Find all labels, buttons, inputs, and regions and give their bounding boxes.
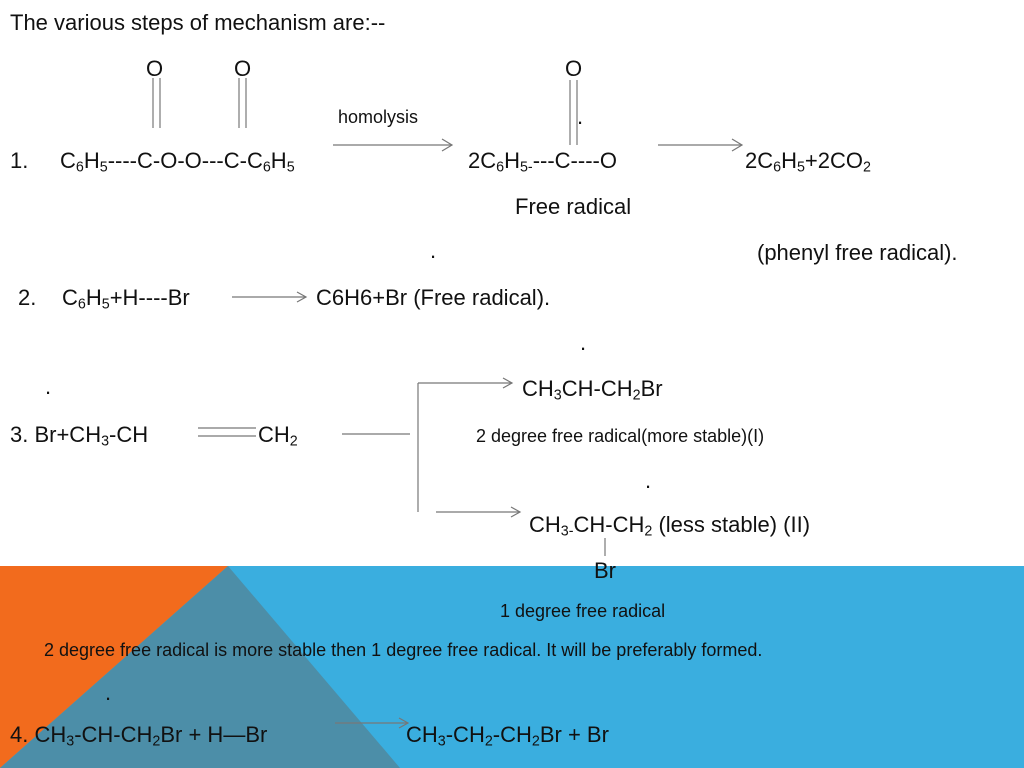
radical-dot-step2: . <box>580 330 587 355</box>
radical-dot-step4: . <box>105 680 112 705</box>
step1-product: 2C6H5+2CO2 <box>745 148 871 176</box>
free-radical-label: Free radical <box>515 194 632 219</box>
step1-number: 1. <box>10 148 29 173</box>
oxygen-label-3: O <box>565 56 583 81</box>
step2-arrow <box>232 291 308 303</box>
product2-degree-label: 1 degree free radical <box>500 601 666 621</box>
step1-intermediate: 2C6H5----C----O <box>468 148 617 176</box>
step3-reactant-ch2: CH2 <box>258 422 298 450</box>
homolysis-arrow <box>333 138 454 152</box>
radical-dot-step1: . <box>577 104 584 129</box>
branch-arrow-upper <box>418 377 514 389</box>
stability-conclusion: 2 degree free radical is more stable the… <box>44 640 763 660</box>
radical-dot-step3-mid: . <box>645 468 652 493</box>
homolysis-label: homolysis <box>338 107 419 127</box>
phenyl-free-radical-label: (phenyl free radical). <box>757 240 958 265</box>
step1-reactant: C6H5----C-O-O---C-C6H5 <box>60 148 295 176</box>
decorative-background-band <box>0 566 1024 768</box>
step2-reactant: C6H5+H----Br <box>62 285 190 313</box>
radical-dot-step3-left: . <box>45 374 52 399</box>
oxygen-label-1: O <box>146 56 164 81</box>
branch-arrow-lower <box>436 506 522 518</box>
step3-product2: CH3-CH-CH2 (less stable) (II) <box>529 512 811 540</box>
step2-number: 2. <box>18 285 37 310</box>
decarboxylation-arrow <box>658 138 744 152</box>
slate-triangle <box>0 566 400 768</box>
radical-dot-left: . <box>430 238 437 263</box>
step4-product: CH3-CH2-CH2Br + Br <box>406 722 609 750</box>
oxygen-label-2: O <box>234 56 252 81</box>
step3-reactant: 3. Br+CH3-CH <box>10 422 149 450</box>
step4-reactant: 4. CH3-CH-CH2Br + H—Br <box>10 722 268 750</box>
product2-bromine: Br <box>594 558 616 583</box>
step2-product: C6H6+Br (Free radical). <box>316 285 551 310</box>
product1-stability-label: 2 degree free radical(more stable)(I) <box>476 426 765 446</box>
slide-heading: The various steps of mechanism are:-- <box>10 10 386 35</box>
step3-product1: CH3CH-CH2Br <box>522 376 663 404</box>
